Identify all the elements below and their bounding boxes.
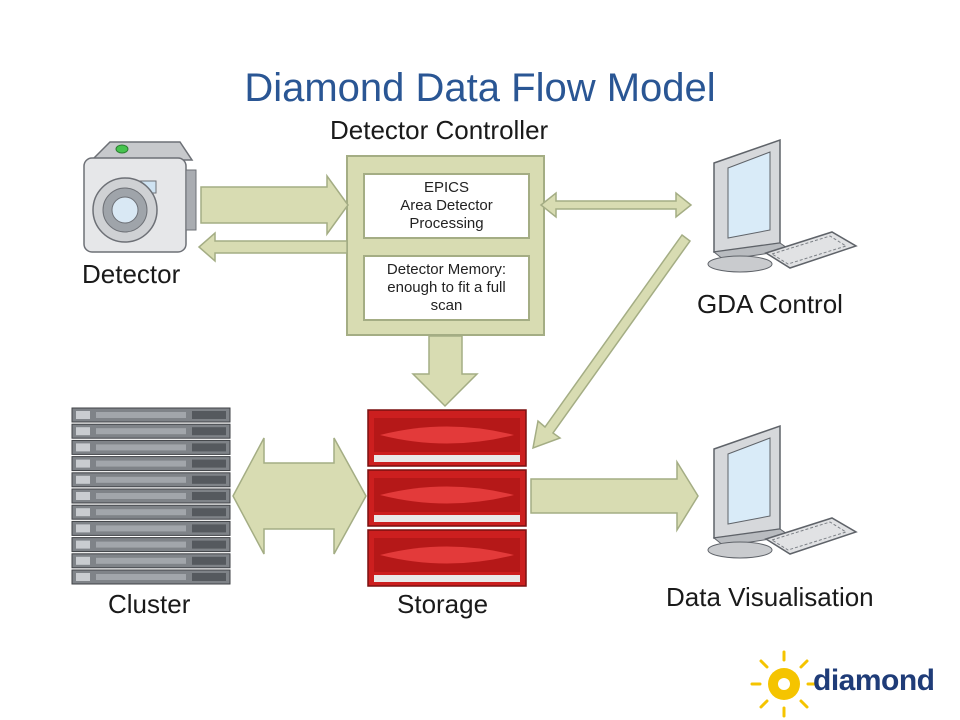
detector-label: Detector [82,259,181,289]
computer-monitor-icon [707,424,858,559]
diamond-logo-icon [750,650,818,718]
arrow-storage-to-visualisation [530,459,699,533]
diamond-logo-text: diamond [813,664,935,697]
server-rack-icon [71,407,231,585]
arrow-cluster-storage [232,437,367,555]
camera-icon [83,141,197,253]
data-visualisation-label: Data Visualisation [666,582,874,612]
arrow-gda-to-storage [532,233,692,450]
gda-control-label: GDA Control [697,289,843,319]
detector-controller-label: Detector Controller [330,115,549,145]
detector-memory-box: Detector Memory: enough to fit a full sc… [363,255,530,321]
storage-array-icon [367,409,527,587]
epics-processing-box: EPICS Area Detector Processing [363,173,530,239]
cluster-label: Cluster [108,589,191,619]
arrow-controller-gda [539,191,693,219]
slide-title: Diamond Data Flow Model [244,66,716,110]
arrow-detector-to-controller [200,173,349,237]
arrow-controller-to-storage [411,335,479,408]
computer-monitor-icon [707,138,858,273]
storage-label: Storage [397,589,489,619]
arrow-controller-to-detector [197,231,348,263]
